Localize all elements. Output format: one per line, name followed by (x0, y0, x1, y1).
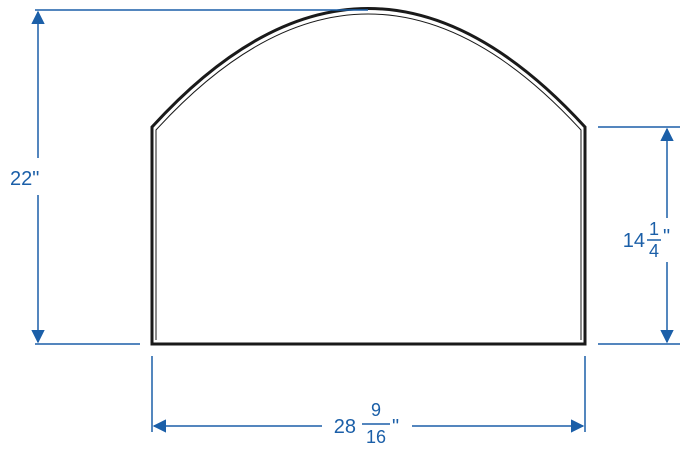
side-height-whole: 14 (623, 230, 645, 252)
arched-panel-shape (150, 7, 587, 346)
width-numerator: 9 (371, 400, 381, 420)
side-height-numerator: 1 (649, 219, 659, 239)
width-denominator: 16 (366, 427, 386, 447)
arched-panel-inner-edge (155, 13, 582, 340)
side-height-unit: " (663, 226, 670, 248)
side-height-denominator: 4 (649, 241, 659, 261)
width-whole: 28 (334, 416, 356, 438)
width-unit: " (392, 416, 399, 438)
overall-height-label: 22" (10, 168, 39, 190)
